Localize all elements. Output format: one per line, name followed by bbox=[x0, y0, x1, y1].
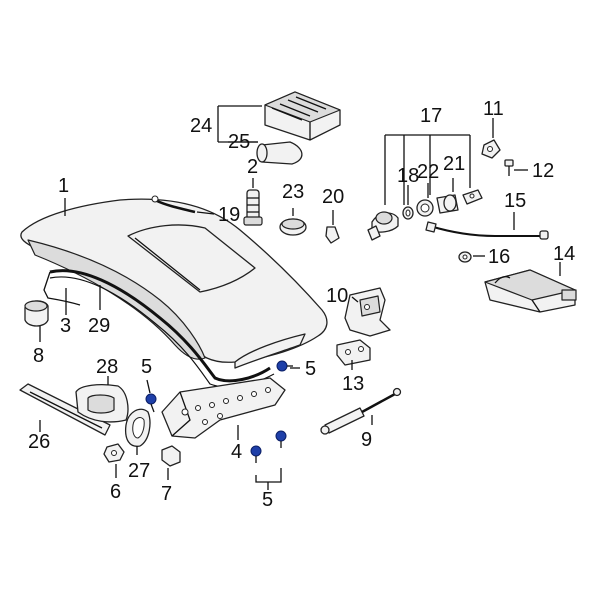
bushing[interactable] bbox=[161, 445, 181, 467]
callout-27: 27 bbox=[128, 460, 150, 482]
bolt-4[interactable] bbox=[275, 430, 287, 448]
bumper-stop[interactable] bbox=[243, 189, 263, 226]
lock-ring[interactable] bbox=[416, 199, 434, 217]
trunk-hinge[interactable] bbox=[161, 377, 286, 439]
callout-24: 24 bbox=[190, 115, 212, 137]
bolt-3[interactable] bbox=[250, 445, 262, 463]
callout-15: 15 bbox=[504, 190, 526, 212]
callout-5b: 5 bbox=[305, 358, 316, 380]
callout-22: 22 bbox=[417, 161, 439, 183]
callout-28: 28 bbox=[96, 356, 118, 378]
lamp-bulb[interactable] bbox=[256, 141, 303, 165]
callout-26: 26 bbox=[28, 431, 50, 453]
callout-5a: 5 bbox=[141, 356, 152, 378]
callout-21: 21 bbox=[443, 153, 465, 175]
callout-17: 17 bbox=[420, 105, 442, 127]
callout-3: 3 bbox=[60, 315, 71, 337]
callout-7: 7 bbox=[161, 483, 172, 505]
trunk-handle[interactable] bbox=[75, 384, 129, 423]
callout-10: 10 bbox=[326, 285, 348, 307]
seal-strip[interactable] bbox=[19, 383, 111, 436]
callout-18: 18 bbox=[397, 165, 419, 187]
callout-11: 11 bbox=[483, 98, 504, 120]
cap-plug[interactable] bbox=[279, 218, 307, 236]
hex-nut[interactable] bbox=[103, 443, 125, 463]
callout-1: 1 bbox=[58, 175, 69, 197]
lock-cylinder[interactable] bbox=[367, 211, 399, 241]
lock-washer[interactable] bbox=[402, 206, 414, 220]
handle-bezel[interactable] bbox=[124, 408, 151, 447]
rubber-bumper[interactable] bbox=[24, 300, 49, 327]
callout-13: 13 bbox=[342, 373, 364, 395]
callout-29: 29 bbox=[88, 315, 110, 337]
leader-lines bbox=[39, 105, 561, 490]
lock-actuator[interactable] bbox=[484, 269, 577, 313]
callout-16: 16 bbox=[488, 246, 510, 268]
release-cable[interactable] bbox=[425, 221, 549, 240]
bolt-2[interactable] bbox=[276, 360, 293, 372]
callout-2: 2 bbox=[247, 156, 258, 178]
callout-8: 8 bbox=[33, 345, 44, 367]
callout-labels: 1 2 3 4 5 5 5 6 7 8 9 10 11 12 13 14 15 … bbox=[28, 98, 575, 511]
callout-12: 12 bbox=[532, 160, 554, 182]
support-rod[interactable] bbox=[151, 195, 196, 214]
license-lamp-lens[interactable] bbox=[264, 91, 341, 141]
lift-support-strut[interactable] bbox=[320, 387, 402, 435]
lock-lever[interactable] bbox=[462, 189, 483, 205]
latch-assembly[interactable] bbox=[344, 287, 391, 337]
callout-20: 20 bbox=[322, 186, 344, 208]
retaining-clip[interactable] bbox=[325, 226, 340, 244]
mounting-screw[interactable] bbox=[504, 159, 514, 176]
callout-9: 9 bbox=[361, 429, 372, 451]
grommet[interactable] bbox=[458, 251, 472, 263]
callout-6: 6 bbox=[110, 481, 121, 503]
bolt-1[interactable] bbox=[145, 393, 157, 413]
callout-25: 25 bbox=[228, 131, 250, 153]
lock-housing[interactable] bbox=[436, 194, 459, 214]
callout-14: 14 bbox=[553, 243, 575, 265]
latch-lever[interactable] bbox=[481, 139, 501, 159]
striker-plate[interactable] bbox=[336, 339, 371, 366]
callout-4: 4 bbox=[231, 441, 242, 463]
callout-23: 23 bbox=[282, 181, 304, 203]
callout-5c: 5 bbox=[262, 489, 273, 511]
callout-19: 19 bbox=[218, 204, 240, 226]
